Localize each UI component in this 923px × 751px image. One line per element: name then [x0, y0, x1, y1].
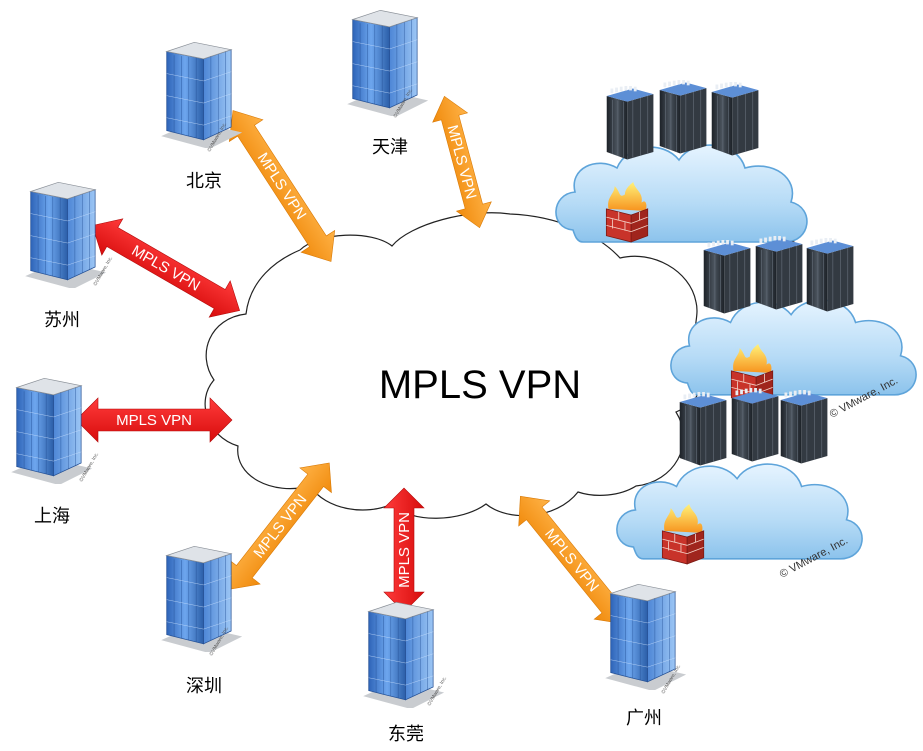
site-label-shanghai: 上海 — [34, 506, 70, 527]
link-tianjin: MPLS VPN — [432, 95, 492, 229]
site-tianjin: ©VMware, Inc. 天津 — [346, 9, 429, 158]
site-guangzhou: ©VMware, Inc. 广州 — [604, 583, 687, 729]
site-label-shenzhen: 深圳 — [186, 676, 222, 697]
site-label-beijing: 北京 — [186, 171, 222, 192]
svg-text:MPLS VPN: MPLS VPN — [443, 123, 479, 201]
server-icon — [806, 238, 854, 312]
svg-text:MPLS VPN: MPLS VPN — [254, 150, 310, 223]
core-title: MPLS VPN — [379, 363, 581, 407]
link-dongguan: MPLS VPN — [383, 487, 425, 613]
server-icon — [711, 82, 759, 156]
site-suzhou: ©VMware, Inc. 苏州 — [24, 181, 114, 331]
site-label-guangzhou: 广州 — [626, 708, 662, 729]
server-icon — [731, 388, 779, 462]
svg-text:MPLS VPN: MPLS VPN — [129, 242, 203, 295]
office-building-icon — [24, 181, 107, 288]
site-dongguan: ©VMware, Inc. 东莞 — [362, 601, 448, 745]
link-beijing: MPLS VPN — [228, 110, 336, 262]
svg-text:MPLS VPN: MPLS VPN — [116, 412, 192, 429]
server-icon — [703, 240, 751, 314]
link-shanghai: MPLS VPN — [75, 397, 233, 443]
svg-text:MPLS VPN: MPLS VPN — [250, 491, 310, 561]
server-icon — [659, 80, 707, 154]
office-building-icon — [10, 377, 93, 484]
office-building-icon — [160, 41, 243, 148]
site-beijing: ©VMware, Inc. 北京 — [160, 41, 243, 192]
svg-text:MPLS VPN: MPLS VPN — [541, 525, 602, 595]
office-building-icon — [160, 545, 243, 652]
svg-text:MPLS VPN: MPLS VPN — [396, 512, 413, 588]
server-icon — [780, 390, 828, 464]
site-label-tianjin: 天津 — [372, 137, 408, 158]
site-label-dongguan: 东莞 — [388, 724, 424, 745]
office-building-icon — [346, 9, 429, 116]
server-icon — [606, 86, 654, 160]
server-icon — [679, 392, 727, 466]
datacenter-cloud-1: Inc. — [555, 80, 808, 255]
site-shanghai: ©VMware, Inc. 上海 — [10, 377, 100, 527]
site-label-suzhou: 苏州 — [44, 310, 80, 331]
site-shenzhen: ©VMware, Inc. 深圳 — [160, 545, 243, 697]
server-icon — [755, 236, 803, 310]
